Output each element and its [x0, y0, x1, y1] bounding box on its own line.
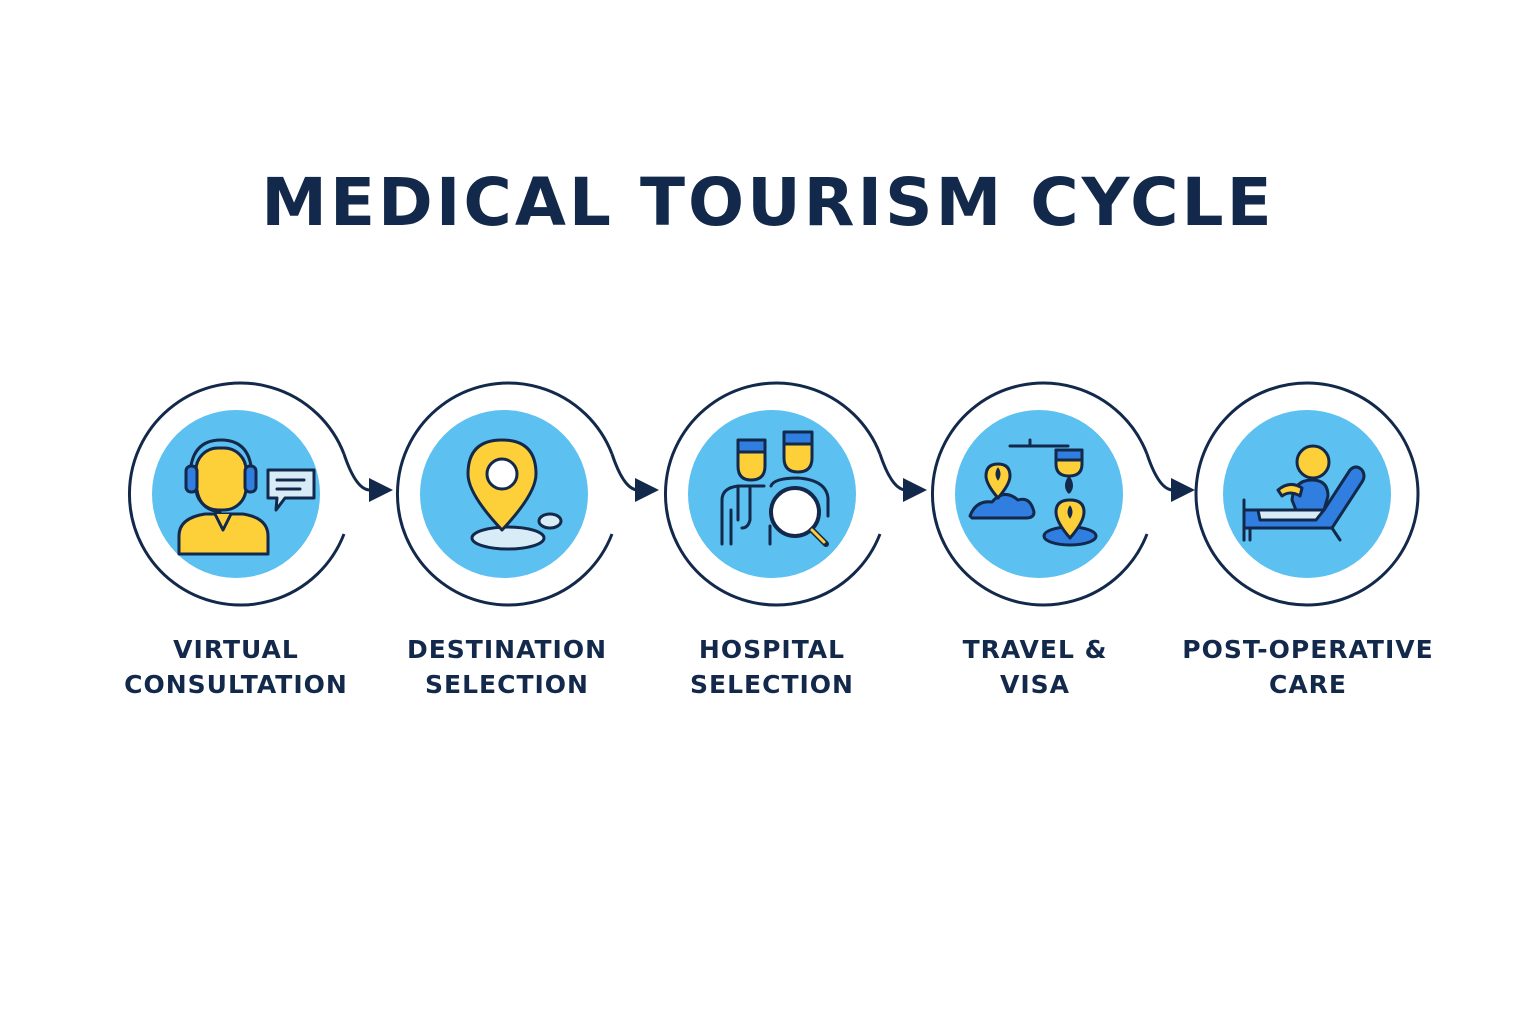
step-1-label-line2: CONSULTATION — [124, 670, 348, 699]
travel-route-icon — [968, 438, 1098, 547]
step-5-label-line2: CARE — [1268, 670, 1348, 699]
step-5-ring — [1194, 381, 1420, 607]
step-4-label-line2: VISA — [999, 670, 1070, 699]
page-title: MEDICAL TOURISM CYCLE — [261, 164, 1275, 241]
step-2-ring — [396, 381, 614, 607]
arrow-3-4 — [878, 453, 927, 502]
map-pin-icon — [466, 438, 563, 551]
step-5-label-line1: POST-OPERATIVE — [1182, 635, 1434, 664]
step-2-label-line1: DESTINATION — [406, 635, 608, 664]
step-3-label-line1: HOSPITAL — [698, 635, 846, 664]
arrow-2-3 — [610, 453, 659, 502]
patient-bed-icon — [1242, 444, 1366, 542]
step-3-label-line2: SELECTION — [690, 670, 854, 699]
cycle-diagram — [0, 370, 1536, 630]
step-4-label: TRAVEL & VISA — [905, 632, 1165, 702]
step-1-label: VIRTUAL CONSULTATION — [106, 632, 366, 702]
step-3-node — [664, 381, 882, 607]
cycle-graphic — [128, 381, 1420, 607]
doctors-magnifier-icon — [720, 430, 830, 547]
arrow-1-2 — [342, 453, 393, 502]
step-3-label: HOSPITAL SELECTION — [642, 632, 902, 702]
step-1-ring — [128, 381, 346, 607]
step-1-label-line1: VIRTUAL — [173, 635, 299, 664]
step-4-disc — [955, 410, 1123, 578]
step-3-ring — [664, 381, 882, 607]
step-4-ring — [931, 381, 1149, 607]
step-3-disc — [688, 410, 856, 578]
step-5-label: POST-OPERATIVE CARE — [1178, 632, 1438, 702]
step-4-label-line1: TRAVEL & — [962, 635, 1108, 664]
step-2-label-line2: SELECTION — [425, 670, 589, 699]
arrow-4-5 — [1145, 453, 1195, 502]
headset-agent-icon — [177, 438, 316, 556]
step-4-node — [931, 381, 1149, 607]
step-2-label: DESTINATION SELECTION — [377, 632, 637, 702]
